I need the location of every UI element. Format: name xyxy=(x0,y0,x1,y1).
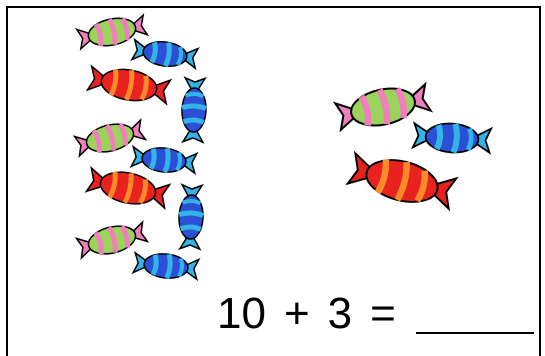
candy-icon xyxy=(413,121,492,155)
candy-icon xyxy=(132,38,199,71)
left-candy-group xyxy=(74,12,207,281)
candy-icon xyxy=(181,78,207,143)
plus-operator: + xyxy=(283,289,310,338)
answer-blank[interactable] xyxy=(415,332,534,334)
candy-icon xyxy=(86,165,170,211)
candy-icon xyxy=(347,149,457,212)
candy-icon xyxy=(87,63,171,106)
candy-icon xyxy=(178,185,204,250)
addition-equation: 10 + 3 = xyxy=(217,292,534,336)
left-operand: 10 xyxy=(217,289,266,338)
right-operand: 3 xyxy=(327,289,353,338)
candy-icon xyxy=(133,251,199,282)
equals-sign: = xyxy=(370,289,396,338)
candy-icon xyxy=(131,145,197,176)
right-candy-group xyxy=(334,80,491,212)
